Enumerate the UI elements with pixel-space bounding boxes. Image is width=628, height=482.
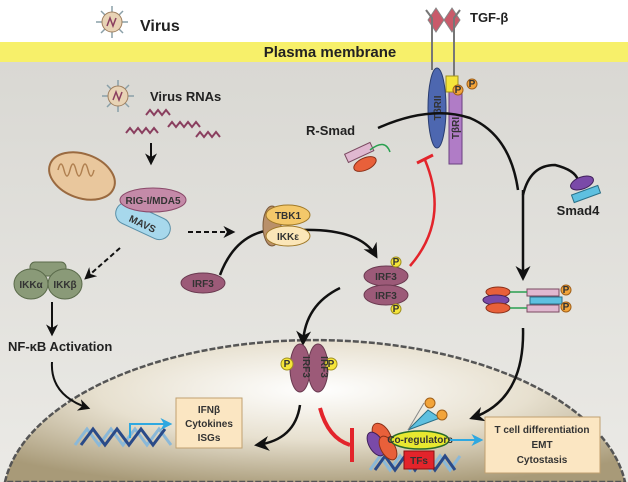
arrow (469, 327, 525, 422)
arrow (254, 404, 302, 451)
phospho-label: P (455, 85, 462, 96)
irf3-protein (180, 272, 226, 294)
irf3-label: IRF3 (375, 272, 397, 283)
irf3-dimer (363, 256, 409, 315)
arrow (50, 361, 91, 411)
ifn-output-box: IFNβ Cytokines ISGs (175, 397, 243, 449)
mitochondrion-icon (48, 151, 116, 201)
inhibition-bar (416, 153, 434, 165)
nuclear-irf3-dimer (280, 343, 338, 393)
co-regulators (390, 430, 450, 450)
output-cytostasis: Cytostasis (517, 455, 568, 466)
ikk-complex (13, 261, 83, 300)
tgf-beta-label: TGF-β (470, 10, 508, 25)
pathway-arc (377, 112, 520, 191)
output-cytokines: Cytokines (185, 419, 233, 430)
plasma-membrane (0, 42, 628, 62)
phospho-label: P (284, 359, 291, 370)
phospho-label: P (563, 302, 570, 313)
phospho-label: P (563, 285, 570, 296)
irf3-label: IRF3 (192, 279, 214, 290)
phospho-label: P (393, 304, 400, 315)
ikk-alpha-label: IKKα (19, 280, 43, 291)
smad4-label: Smad4 (557, 203, 600, 218)
rig-i-mda5-protein (119, 187, 187, 213)
ikk-beta-label: IKKβ (53, 280, 76, 291)
inhibition-arrow (318, 407, 351, 447)
virus-icon (102, 80, 134, 112)
tbk1-protein (265, 204, 311, 226)
extracellular-space (0, 0, 628, 42)
viral-rna-strands (125, 108, 221, 139)
phospho-label: P (328, 359, 335, 370)
plasma-membrane-label: Plasma membrane (264, 44, 397, 61)
smad-complex (482, 284, 572, 314)
nuclear-translocation-arrow (296, 286, 341, 346)
tgf-beta-ligand (425, 7, 461, 80)
r-smad-label: R-Smad (306, 123, 355, 138)
virus-label: Virus (140, 18, 180, 35)
phospho-icon (466, 78, 478, 90)
tbrii-receptor (427, 67, 447, 149)
ikke-label: IKKε (277, 232, 299, 243)
output-ifnb: IFNβ (198, 405, 220, 416)
rig-i-mda5-label: RIG-I/MDA5 (126, 196, 181, 207)
r-smad-protein (343, 141, 391, 172)
dna-helix (73, 426, 173, 448)
irf3-label: IRF3 (318, 356, 329, 378)
tbrii-label: TβRII (433, 95, 444, 120)
tgf-output-box: T cell differentiation EMT Cytostasis (484, 416, 601, 474)
virus-icon (96, 6, 128, 38)
co-regulators-label: Co-regulators (387, 435, 453, 446)
inhibition-arrow (409, 159, 436, 267)
output-isgs: ISGs (198, 433, 221, 444)
ikke-protein (265, 225, 311, 247)
virus-rnas-label: Virus RNAs (150, 89, 221, 104)
phospho-label: P (469, 79, 476, 90)
smad4-protein (570, 175, 602, 204)
irf3-label: IRF3 (300, 356, 311, 378)
nfkb-activation-label: NF-κB Activation (8, 339, 112, 354)
phospho-icon (452, 84, 464, 96)
pathway-arc (521, 163, 580, 196)
tbk1-label: TBK1 (275, 211, 302, 222)
output-t-cell-differentiation: T cell differentiation (494, 425, 589, 436)
irf3-label: IRF3 (375, 291, 397, 302)
output-emt: EMT (531, 440, 552, 451)
transcription-arrow (129, 418, 173, 438)
phospho-label: P (393, 257, 400, 268)
tbri-label: TβRI (451, 117, 462, 139)
tfs-label: TFs (410, 456, 428, 467)
